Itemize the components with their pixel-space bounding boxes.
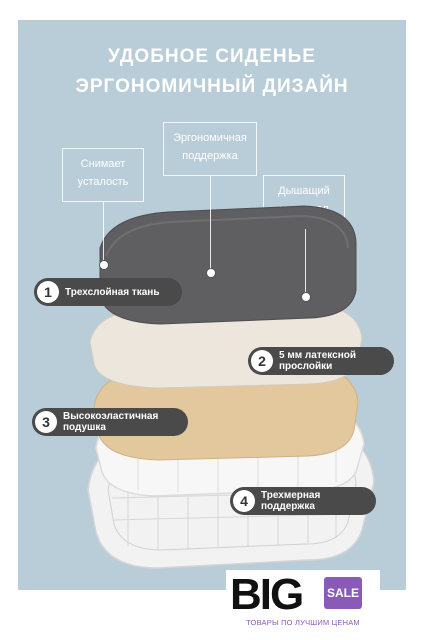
note-fatigue-relief: Снимает усталость <box>62 148 144 202</box>
layer-number-1: 1 <box>37 281 59 303</box>
note-ergonomic-support: Эргономичная поддержка <box>163 122 257 176</box>
layer-1-text: Трехслойная ткань <box>65 286 160 298</box>
brand-tagline: ТОВАРЫ ПО ЛУЧШИМ ЦЕНАМ <box>246 618 360 627</box>
connector-dot-2 <box>206 268 216 278</box>
layer-2-text-line-2: прослойки <box>279 361 333 372</box>
connector-line-2 <box>210 176 211 271</box>
sale-badge: SALE <box>324 577 362 609</box>
product-banner: УДОБНОЕ СИДЕНЬЕ ЭРГОНОМИЧНЫЙ ДИЗАЙН Сним… <box>18 20 406 590</box>
connector-line-3 <box>305 229 306 295</box>
note-fatigue-line-2: усталость <box>77 176 129 188</box>
connector-dot-3 <box>301 292 311 302</box>
headline-line-2: ЭРГОНОМИЧНЫЙ ДИЗАЙН <box>75 76 349 97</box>
headline-line-1: УДОБНОЕ СИДЕНЬЕ <box>108 46 316 67</box>
note-breathable-line-1: Дышащий <box>278 185 330 197</box>
layer-2-text-line-1: 5 мм латексной <box>279 350 357 361</box>
fabric-layer <box>99 205 357 325</box>
note-ergonomic-line-1: Эргономичная <box>173 132 247 144</box>
layer-label-4: 4 Трехмерная поддержка <box>230 487 376 515</box>
connector-line-1 <box>103 202 104 262</box>
layer-label-1: 1 Трехслойная ткань <box>34 278 182 306</box>
layer-label-2: 2 5 мм латексной прослойки <box>248 347 394 375</box>
layer-4-text-line-2: поддержка <box>261 501 315 512</box>
layer-3-text-line-1: Высокоэластичная <box>63 411 159 422</box>
brand-logo-text: BIG <box>230 570 304 619</box>
brand-logo: BIG SALE ТОВАРЫ ПО ЛУЧШИМ ЦЕНАМ <box>226 570 380 632</box>
note-fatigue-line-1: Снимает <box>80 158 126 170</box>
layer-label-3: 3 Высокоэластичная подушка <box>32 408 188 436</box>
layer-4-text-line-1: Трехмерная <box>261 490 321 501</box>
note-ergonomic-line-2: поддержка <box>182 150 238 162</box>
layer-number-3: 3 <box>35 411 57 433</box>
layer-3-text-line-2: подушка <box>63 422 106 433</box>
connector-dot-1 <box>99 260 109 270</box>
layer-number-2: 2 <box>251 350 273 372</box>
layer-number-4: 4 <box>233 490 255 512</box>
